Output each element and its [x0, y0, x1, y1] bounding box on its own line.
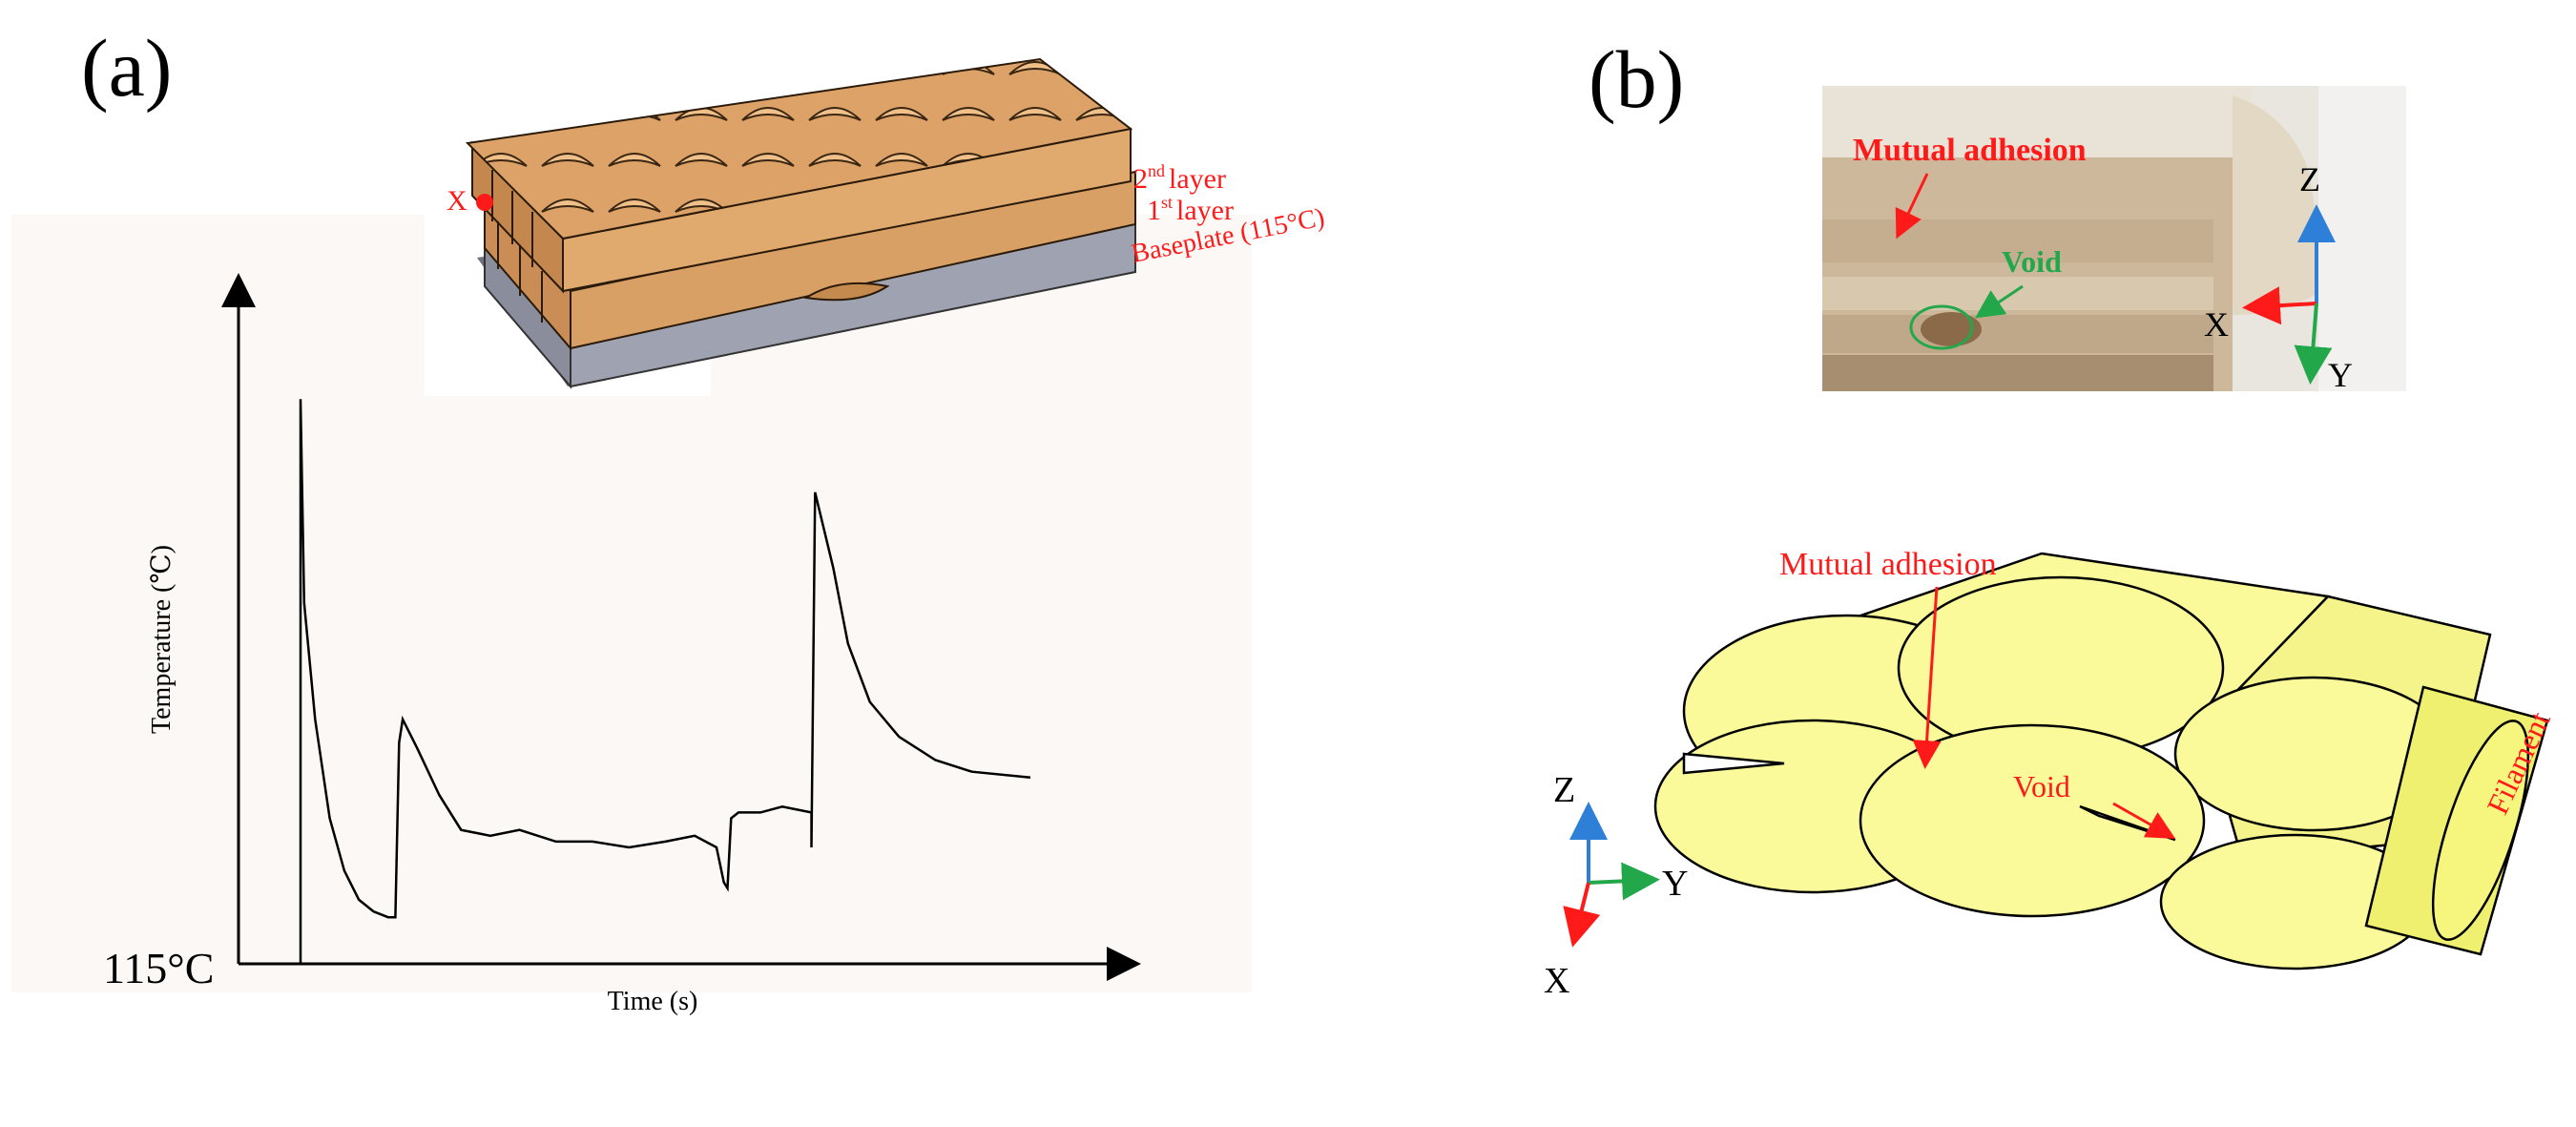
sample-photo — [1822, 86, 2406, 391]
model-void-arrow — [2112, 802, 2176, 839]
panel-a-label: (a) — [81, 22, 172, 114]
x-axis-label: Time (s) — [608, 987, 698, 1016]
model-axis-z: Z — [1553, 770, 1575, 810]
temperature-series-line — [299, 399, 1031, 964]
panel-b: (b) Mutual adhesion Void Z X Y — [1544, 33, 2557, 1001]
model-void-label: Void — [2013, 769, 2070, 804]
panel-a: (a) X — [11, 22, 1327, 1016]
photo-void-circle — [1909, 304, 1974, 350]
model-axis-x: X — [1544, 961, 1569, 1001]
photo-axis-z: Z — [2299, 160, 2320, 198]
photo-mutual-adhesion-label: Mutual adhesion — [1853, 133, 2087, 168]
point-label: X — [447, 185, 467, 217]
panel-b-label: (b) — [1589, 33, 1684, 125]
photo-axis-x: X — [2204, 305, 2229, 344]
measurement-point — [476, 194, 493, 211]
photo-void-arrow — [1975, 284, 2024, 319]
filament-model — [1653, 552, 2549, 970]
layered-block-illustration: X — [425, 57, 1136, 396]
y-baseline-label: 115°C — [103, 944, 214, 992]
photo-axis-y: Y — [2328, 356, 2353, 394]
model-axis-y: Y — [1662, 864, 1688, 904]
y-axis-label: Temperature (℃) — [147, 545, 177, 734]
model-adhesion-arrow — [1912, 586, 1942, 769]
photo-axes: Z X Y — [2204, 160, 2353, 394]
model-mutual-adhesion-label: Mutual adhesion — [1779, 547, 1997, 582]
temperature-chart: Temperature (℃) Time (s) 115°C — [103, 273, 1141, 1016]
photo-adhesion-arrow — [1895, 173, 1929, 240]
photo-void-label: Void — [2002, 244, 2062, 279]
model-axes: Z Y X — [1544, 770, 1688, 1001]
